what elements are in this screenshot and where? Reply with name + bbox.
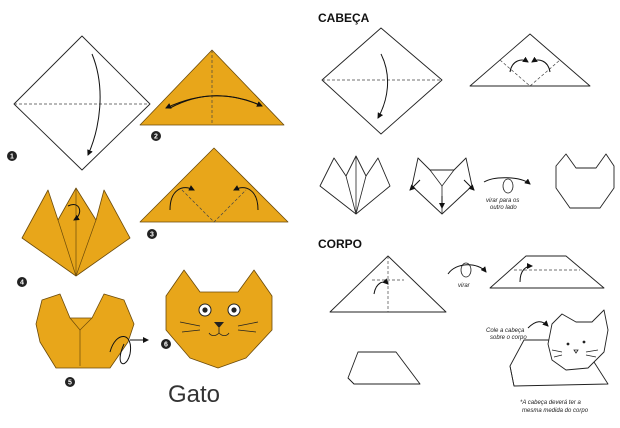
head-step-5: [556, 154, 614, 208]
step-3-number: 3: [150, 232, 154, 239]
step-4-number: 4: [20, 280, 24, 287]
body-flip: virar: [448, 263, 486, 289]
flip-note-line-1: virar para os: [486, 198, 519, 204]
flip-short-note: virar: [458, 283, 471, 289]
head-section-title: CABEÇA: [318, 11, 370, 25]
size-note-line-2: mesma medida do corpo: [522, 408, 589, 414]
step-1-diagram: 1: [7, 36, 150, 170]
body-step-3: [348, 352, 420, 384]
head-step-3: [320, 156, 390, 214]
step-3-diagram: 3: [140, 148, 288, 239]
glue-note: Cole a cabeça sobre o corpo: [486, 322, 548, 341]
step-5-diagram: 5: [36, 294, 148, 387]
head-step-4: virar para os outro lado: [410, 158, 530, 214]
head-step-1: [322, 28, 442, 134]
finished-cat: [510, 310, 608, 386]
step-6-number: 6: [164, 342, 168, 349]
glue-note-line-2: sobre o corpo: [490, 335, 527, 341]
step-2-diagram: 2: [140, 50, 284, 141]
step-6-diagram: 6: [161, 270, 272, 368]
glue-note-line-1: Cole a cabeça: [486, 328, 525, 334]
diagram-title: Gato: [168, 381, 220, 408]
step-1-number: 1: [10, 154, 14, 161]
flip-note-line-2: outro lado: [490, 205, 517, 211]
flip-icon: [503, 179, 513, 193]
head-step-2: [470, 34, 590, 86]
body-step-2: [490, 256, 604, 288]
size-note-line-1: *A cabeça deverá ter a: [520, 400, 581, 406]
step-4-diagram: 4: [17, 188, 130, 287]
step-2-number: 2: [154, 134, 158, 141]
body-section-title: CORPO: [318, 237, 362, 251]
body-step-1: [330, 256, 446, 312]
step-5-number: 5: [68, 380, 72, 387]
